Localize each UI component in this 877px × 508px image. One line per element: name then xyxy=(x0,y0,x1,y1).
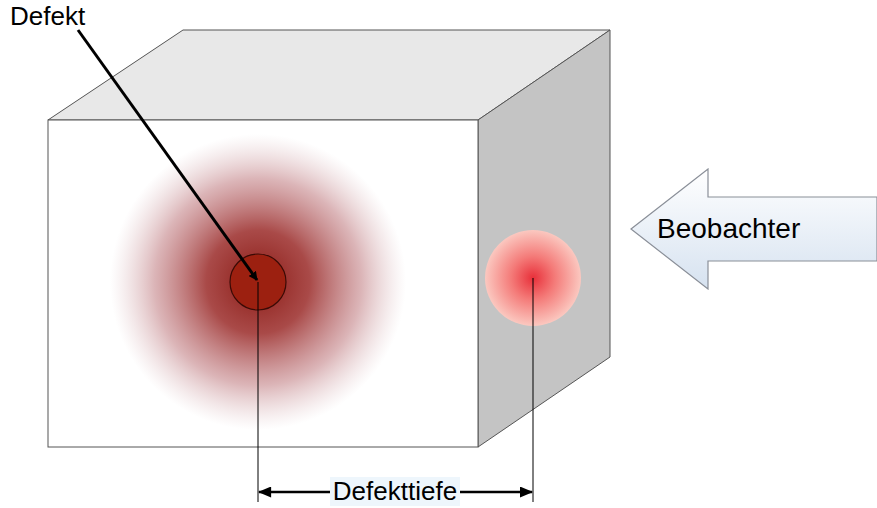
heat-glow xyxy=(48,120,478,447)
part-label: Defekt xyxy=(10,2,85,31)
cube-side-face xyxy=(478,30,610,447)
node-text: Beobachter xyxy=(657,213,800,245)
dimension-label: Defekttiefe xyxy=(330,477,460,506)
dimension-extension xyxy=(258,282,259,502)
dimension-extension xyxy=(533,278,534,502)
leader-arrow xyxy=(78,30,257,280)
cube-front-face xyxy=(48,120,478,447)
observer-arrow: Beobachter xyxy=(630,168,877,290)
